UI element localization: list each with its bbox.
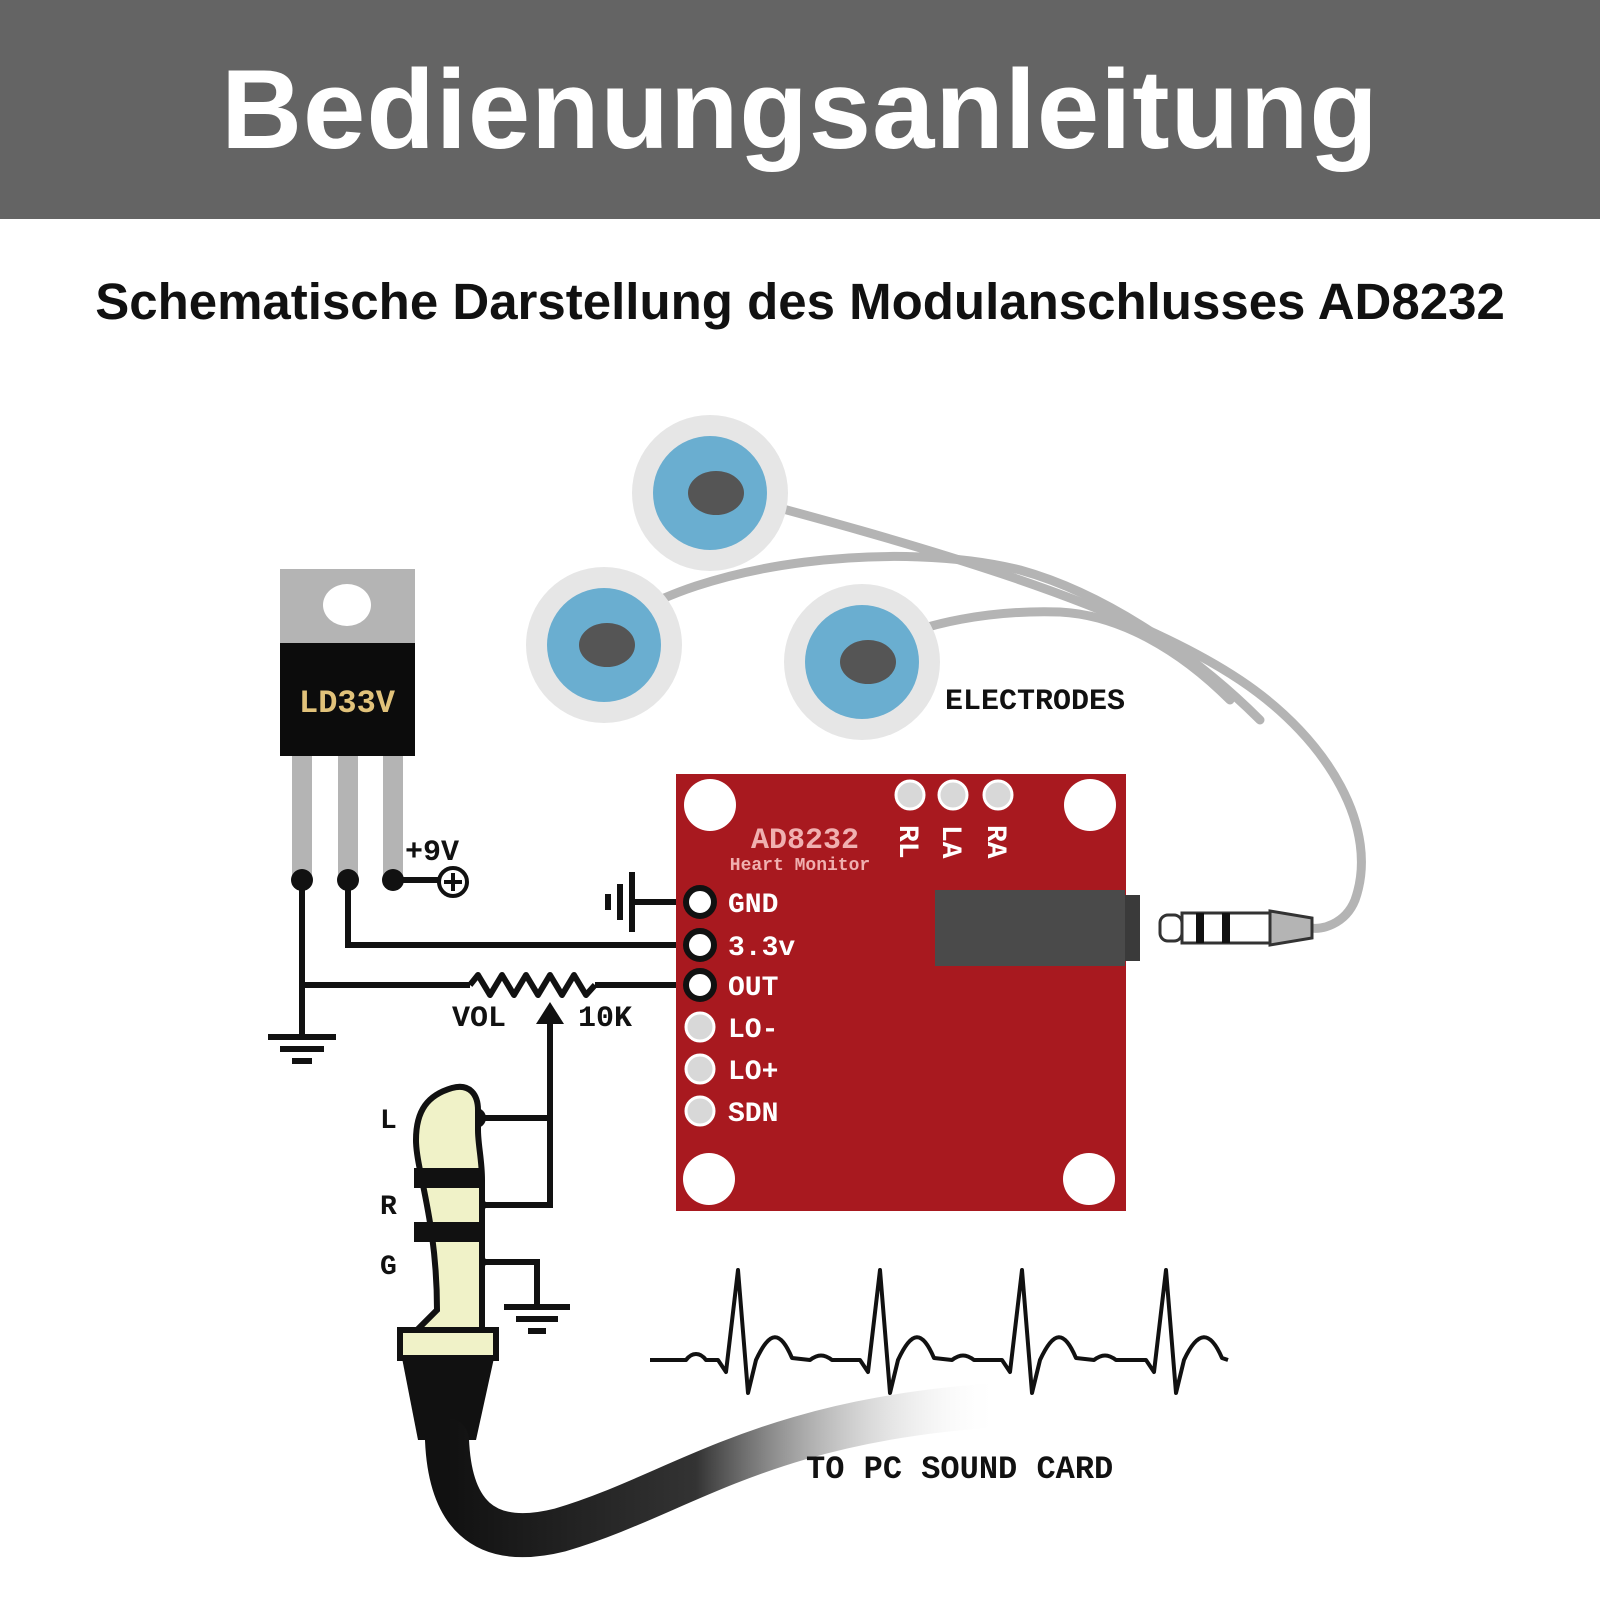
electrode-icon bbox=[526, 567, 682, 723]
ecg-waveform-icon bbox=[650, 1268, 1229, 1395]
pin-label-ra: RA bbox=[979, 825, 1010, 859]
ground-icon bbox=[605, 872, 635, 932]
pin-label-gnd: GND bbox=[728, 890, 778, 921]
headphone-socket bbox=[935, 890, 1140, 966]
plus-terminal-icon bbox=[437, 866, 469, 898]
regulator-label: LD33V bbox=[299, 685, 396, 722]
audio-plug-icon bbox=[1158, 909, 1314, 947]
jack-label-g: G bbox=[380, 1252, 397, 1283]
cable-la bbox=[607, 551, 1265, 725]
pot-label-vol: VOL bbox=[452, 1002, 506, 1036]
diagram-subtitle: Schematische Darstellung des Modulanschl… bbox=[95, 273, 1505, 330]
electrodes-label: ELECTRODES bbox=[945, 685, 1125, 719]
pin-label-out: OUT bbox=[728, 973, 778, 1004]
voltage-regulator: LD33V bbox=[280, 569, 415, 884]
jack-label-l: L bbox=[380, 1106, 397, 1137]
schematic-wires bbox=[299, 877, 700, 1305]
board-subname: Heart Monitor bbox=[730, 856, 870, 876]
pin-label-lo-plus: LO+ bbox=[728, 1057, 778, 1088]
output-label: TO PC SOUND CARD bbox=[806, 1451, 1113, 1488]
page-title: Bedienungsanleitung bbox=[221, 46, 1379, 172]
cable-ra bbox=[715, 487, 1366, 933]
header-bar: Bedienungsanleitung bbox=[0, 0, 1600, 219]
electrode-icon bbox=[784, 584, 940, 740]
output-cable bbox=[425, 1383, 1022, 1558]
pin-label-sdn: SDN bbox=[728, 1099, 778, 1130]
top-pin-holes bbox=[894, 779, 1014, 811]
top-pin-labels: RL LA RA bbox=[891, 825, 1010, 859]
side-pin-holes bbox=[683, 885, 717, 1127]
pin-label-la: LA bbox=[934, 825, 965, 859]
ad8232-board: AD8232 Heart Monitor RL LA RA GND 3.3v O… bbox=[676, 774, 1140, 1211]
jack-label-r: R bbox=[380, 1192, 397, 1223]
ground-icon bbox=[504, 1304, 570, 1334]
electrode-icon bbox=[632, 415, 788, 571]
pin-label-lo-minus: LO- bbox=[728, 1015, 778, 1046]
side-pin-labels: GND 3.3v OUT LO- LO+ SDN bbox=[728, 890, 795, 1130]
supply-label: +9V bbox=[405, 836, 459, 870]
board-name: AD8232 bbox=[751, 824, 859, 858]
potentiometer: VOL 10K bbox=[452, 972, 632, 1036]
pot-label-value: 10K bbox=[578, 1002, 632, 1036]
pin-label-rl: RL bbox=[891, 825, 922, 859]
ground-icon bbox=[268, 1034, 336, 1064]
pin-label-3v3: 3.3v bbox=[728, 933, 795, 964]
stereo-jack: L R G bbox=[380, 1083, 499, 1440]
